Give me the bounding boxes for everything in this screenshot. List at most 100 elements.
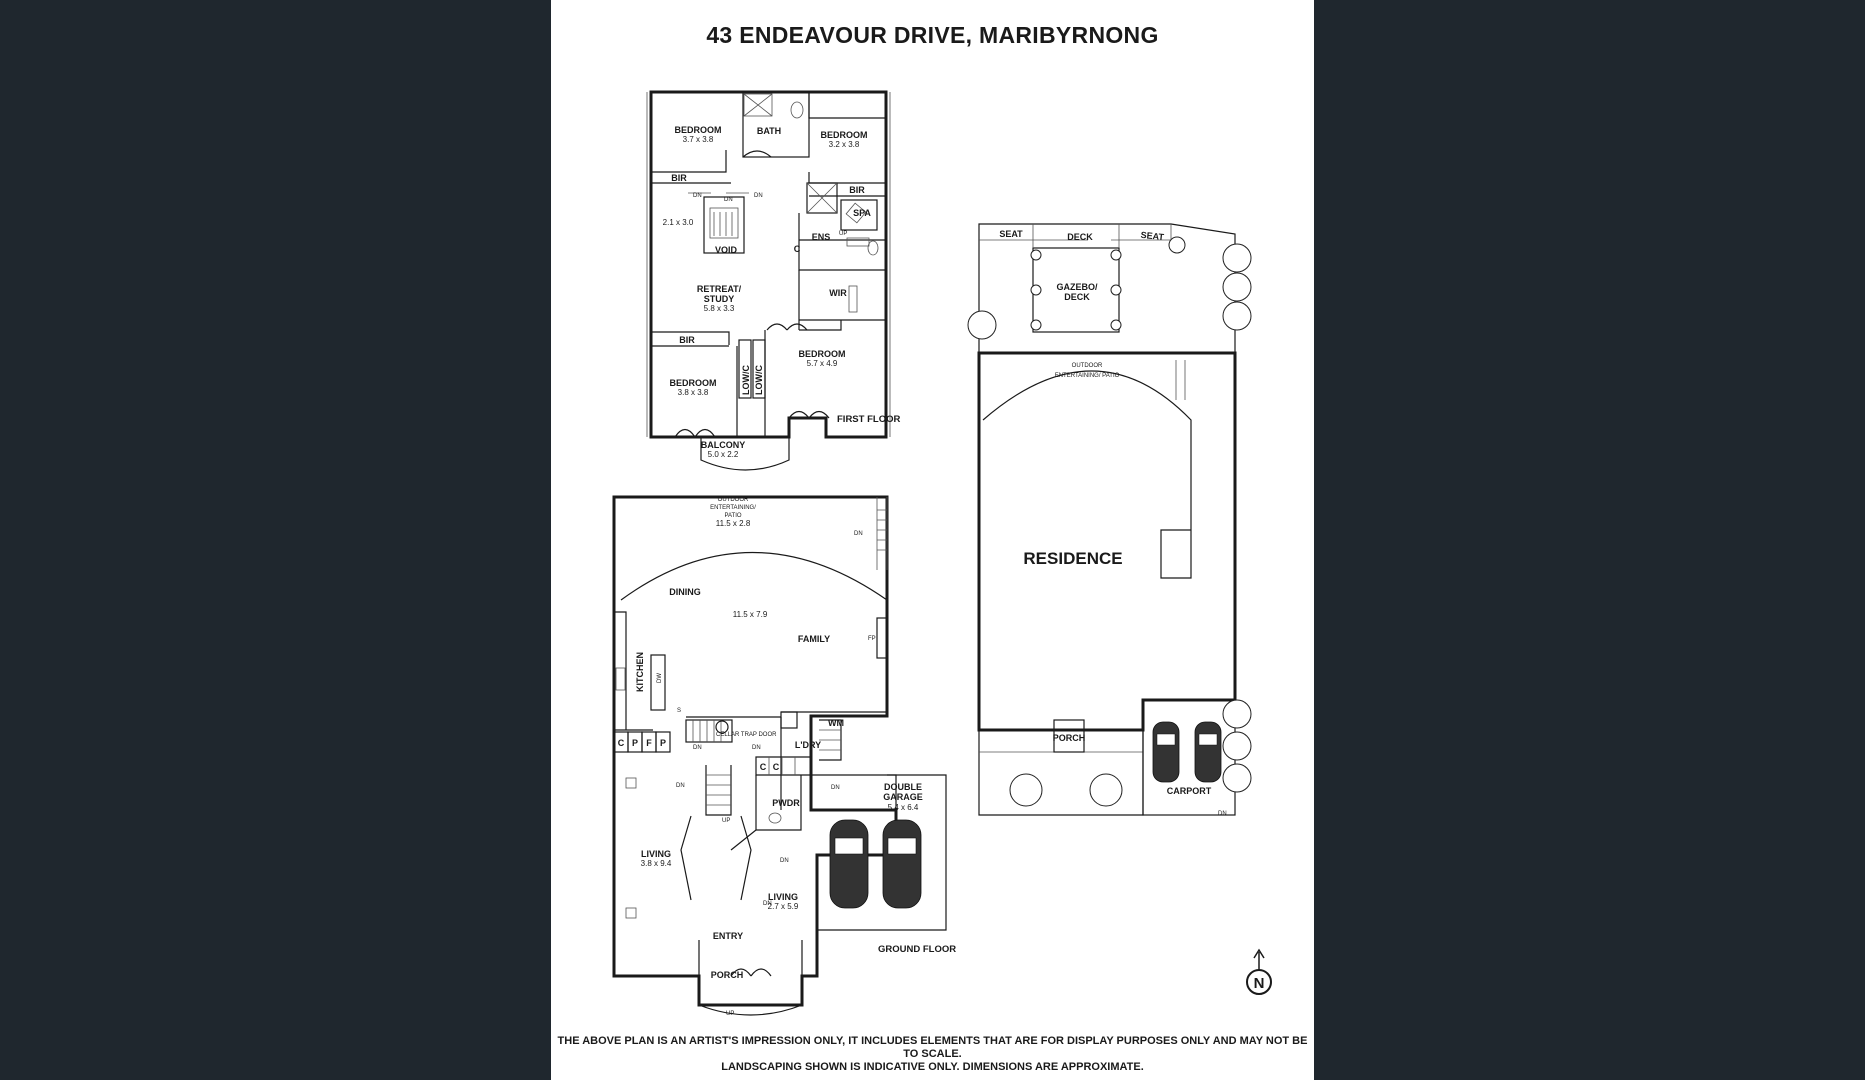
gazebo-label: GAZEBO/: [1056, 282, 1098, 292]
landscape-tree: [967, 310, 997, 340]
door-swing: [766, 323, 808, 331]
first-floor-outer-wall: [649, 90, 888, 439]
cupboard-dividers: [768, 757, 796, 775]
living-east-label: LIVING: [768, 892, 798, 902]
bedroom-ne-dim: 3.2 x 3.8: [829, 140, 860, 149]
low-cupboard-label-1: LOW/C: [741, 365, 751, 395]
cupboard-label: C: [794, 244, 801, 254]
kitchen-bench: [614, 611, 627, 730]
spa-tub: [845, 202, 867, 224]
deck-label: DECK: [1067, 232, 1093, 242]
door-swing: [674, 428, 716, 438]
low-cupboard-label-2: LOW/C: [754, 365, 764, 395]
shower-cross: [806, 182, 838, 214]
pantry-p2: [655, 731, 671, 753]
residence-footprint: [977, 351, 1237, 732]
dn-label: DN: [693, 193, 702, 199]
stair-treads: [713, 212, 733, 236]
family-label: FAMILY: [798, 634, 830, 644]
site-steps: [1175, 360, 1186, 400]
bir-label-1: BIR: [671, 173, 687, 183]
rear-yard-boundary: [978, 223, 1236, 354]
living-east-dim: 2.7 x 5.9: [768, 902, 799, 911]
dn-label: DN: [754, 193, 763, 199]
carport-car-2: [1194, 721, 1222, 783]
ground-floor-outer-wall: [612, 495, 898, 1007]
kitchen-island: [650, 654, 666, 711]
wall: [808, 172, 886, 184]
shower-cross: [743, 93, 773, 117]
outdoor-label: PATIO: [724, 513, 741, 519]
floor-plan-sheet: 43 ENDEAVOUR DRIVE, MARIBYRNONG: [551, 0, 1314, 1080]
bedroom-se-label: BEDROOM: [799, 349, 846, 359]
bedroom-se-dim: 5.7 x 4.9: [807, 359, 838, 368]
gazebo-deck-label: DECK: [1064, 292, 1090, 302]
garage-label: GARAGE: [883, 792, 923, 802]
cooktop: [615, 667, 626, 691]
toilet: [768, 812, 782, 824]
dn-label: DN: [676, 783, 685, 789]
ldry-label: L'DRY: [795, 740, 821, 750]
dn-label: DN: [780, 858, 789, 864]
site-porch-label: PORCH: [1053, 733, 1086, 743]
stair-s-label: S: [677, 708, 681, 714]
disclaimer: THE ABOVE PLAN IS AN ARTIST'S IMPRESSION…: [551, 1035, 1314, 1074]
floor-plan-drawing: BEDROOM 3.7 x 3.8 BATH BEDROOM 3.2 x 3.8…: [612, 90, 1272, 1017]
low-cupboard-1: [738, 339, 752, 399]
disclaimer-line-1: THE ABOVE PLAN IS AN ARTIST'S IMPRESSION…: [557, 1035, 1308, 1060]
dn-label: DN: [831, 785, 840, 791]
fireplace: [876, 617, 888, 659]
landscape-tree: [1222, 272, 1252, 302]
stair-lower: [705, 765, 732, 816]
outdoor-label: ENTERTAINING/: [710, 505, 756, 511]
fireplace-label: FP: [868, 636, 876, 642]
cupboard-c-label: C: [773, 762, 780, 772]
hall-dim: 2.1 x 3.0: [663, 218, 694, 227]
entry-label: ENTRY: [713, 931, 743, 941]
ens-label: ENS: [812, 232, 831, 242]
pwdr-walls: [755, 775, 802, 831]
residence-label: RESIDENCE: [1023, 549, 1122, 568]
garage-car-1: [829, 819, 869, 909]
deck-line: [1032, 224, 1120, 248]
bath-label: BATH: [757, 126, 781, 136]
toilet: [867, 240, 879, 256]
up-label: UP: [726, 1011, 734, 1017]
first-floor-plan: BEDROOM 3.7 x 3.8 BATH BEDROOM 3.2 x 3.8…: [646, 90, 900, 471]
property-title: 43 ENDEAVOUR DRIVE, MARIBYRNONG: [706, 22, 1159, 48]
dining-label: DINING: [669, 587, 701, 597]
bath-room-outline: [742, 91, 810, 158]
landscape-tree: [1222, 731, 1252, 761]
main-room-dim: 11.5 x 7.9: [733, 610, 768, 619]
compass-n-label: N: [1254, 975, 1265, 992]
spa-label: SPA: [853, 208, 871, 218]
patio-steps: [876, 497, 888, 570]
cellar-trap-door: [715, 720, 729, 734]
residence-patio-arc: [982, 370, 1192, 579]
porch-label: PORCH: [711, 970, 744, 980]
cellar-label: CELLAR TRAP DOOR: [716, 732, 777, 738]
pwdr-label: PWDR: [772, 798, 800, 808]
wall: [808, 92, 886, 119]
void-outline: [703, 196, 745, 254]
dn-label: DN: [724, 197, 733, 203]
outdoor-label: ENTERTAINING/ PATIO: [1055, 373, 1120, 379]
void-stair: [709, 207, 739, 239]
living-columns: [680, 815, 757, 901]
outdoor-label: OUTDOOR: [718, 497, 749, 503]
pantry-f-label: F: [646, 738, 652, 748]
living-west-label: LIVING: [641, 849, 671, 859]
landscape-tree: [1222, 301, 1252, 331]
stair-upper: [685, 719, 733, 743]
window-detail: [625, 777, 637, 789]
door-swing: [742, 150, 772, 158]
dn-label: DN: [854, 531, 863, 537]
window-detail: [625, 907, 637, 919]
landscape-tree: [1222, 243, 1252, 273]
bedroom-sw-dim: 3.8 x 3.8: [678, 388, 709, 397]
garage-dim: 5.4 x 6.4: [888, 803, 919, 812]
wall: [698, 940, 803, 976]
dn-label: DN: [693, 745, 702, 751]
outdoor-dim: 11.5 x 2.8: [716, 519, 751, 528]
study-label: STUDY: [704, 294, 735, 304]
